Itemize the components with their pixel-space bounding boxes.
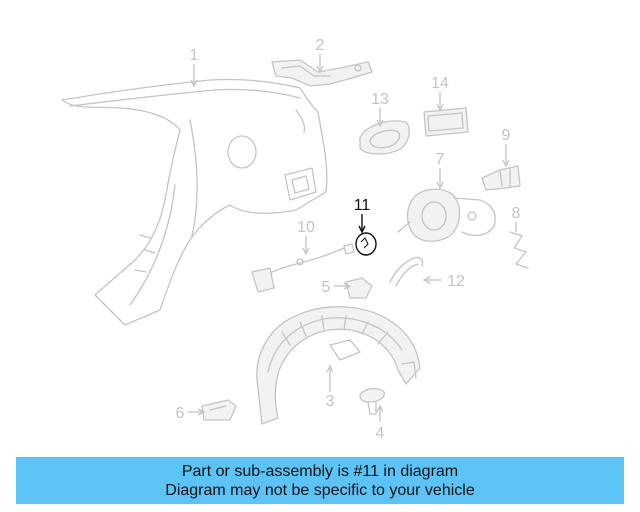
wheel-liner-part-3 (256, 306, 421, 425)
clip-part-6 (201, 399, 237, 421)
bracket-part-9 (481, 165, 521, 191)
callout-2: 2 (316, 37, 325, 54)
clip-part-5 (345, 277, 373, 299)
callout-5: 5 (322, 279, 331, 296)
callout-3: 3 (326, 393, 335, 410)
bracket-part-2 (271, 59, 373, 87)
gasket-part-13 (359, 120, 410, 155)
fuel-filler-part-7 (397, 188, 496, 242)
banner-line-part-number: Part or sub-assembly is #11 in diagram (181, 462, 459, 480)
callout-10: 10 (297, 219, 315, 236)
quarter-panel-part (61, 78, 328, 326)
callout-12: 12 (447, 273, 465, 290)
parts-diagram-svg: 1 2 3 4 5 6 7 8 9 10 11 12 13 14 (61, 37, 529, 442)
callout-13: 13 (371, 91, 389, 108)
grommet-part-11 (355, 232, 377, 256)
release-cable-part-10 (251, 243, 355, 293)
callout-14: 14 (431, 75, 449, 92)
callout-4: 4 (376, 425, 385, 442)
pad-part-14 (423, 107, 469, 137)
banner-line-disclaimer: Diagram may not be specific to your vehi… (165, 481, 475, 499)
callout-1: 1 (190, 47, 199, 64)
parts-diagram: 1 2 3 4 5 6 7 8 9 10 11 12 13 14 (61, 37, 529, 442)
info-banner: Part or sub-assembly is #11 in diagram D… (16, 457, 624, 504)
callout-7: 7 (436, 151, 445, 168)
drain-hose-part-12 (389, 256, 424, 287)
callout-8: 8 (512, 205, 521, 222)
callout-11: 11 (354, 197, 371, 214)
leader-lines (188, 54, 517, 422)
callout-9: 9 (502, 127, 511, 144)
push-clip-part-4 (359, 387, 385, 415)
spring-clip-part-8 (509, 231, 529, 269)
callout-6: 6 (176, 405, 185, 422)
